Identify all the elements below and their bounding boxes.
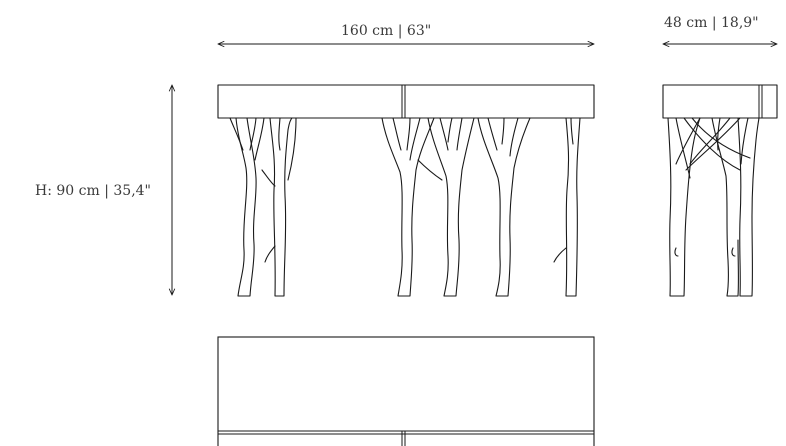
front-tabletop bbox=[217, 84, 595, 119]
side-legs bbox=[667, 117, 760, 297]
front-view bbox=[217, 84, 595, 297]
top-view bbox=[217, 336, 595, 446]
side-view bbox=[662, 84, 778, 297]
front-leg-group-right bbox=[477, 117, 581, 297]
depth-dimension-label: 48 cm | 18,9" bbox=[664, 15, 759, 31]
front-leg-group-middle bbox=[381, 117, 475, 297]
width-dimension-label: 160 cm | 63" bbox=[341, 23, 432, 39]
front-leg-group-left bbox=[229, 117, 297, 297]
height-dimension-label: H: 90 cm | 35,4" bbox=[35, 183, 151, 199]
side-tabletop bbox=[662, 84, 778, 119]
top-view-outline bbox=[217, 336, 595, 446]
